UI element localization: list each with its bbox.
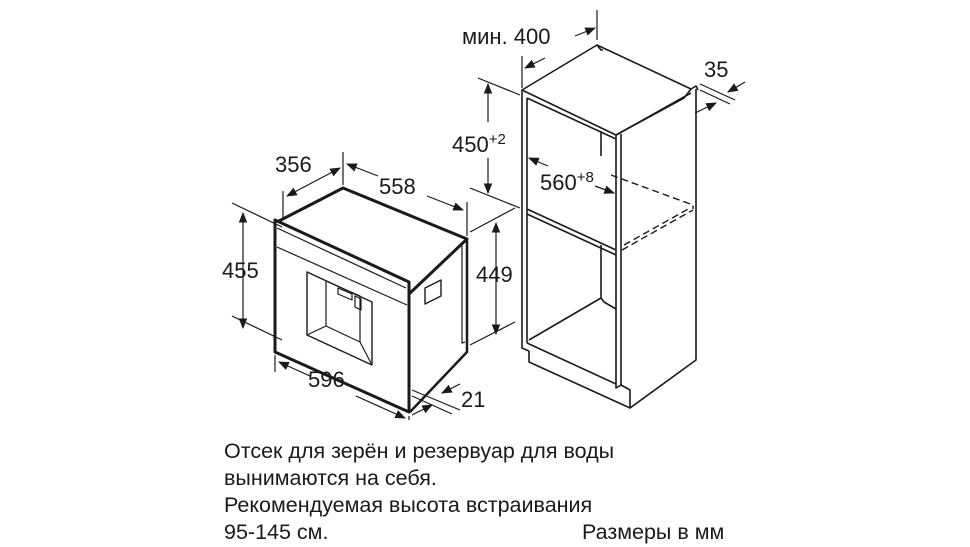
appliance-width-label: 596: [308, 367, 345, 392]
appliance-depth-label: 558: [379, 174, 416, 199]
appliance-drawing: [273, 186, 469, 414]
cabinet-shelf-dashed: [610, 174, 694, 251]
niche-side-thickness-label: 35: [704, 57, 728, 82]
appliance-side-depth-label: 356: [275, 152, 312, 177]
appliance-body-height-label: 449: [476, 262, 513, 287]
note-line-3: Рекомендуемая высота встраивания: [224, 493, 593, 517]
units-note: Размеры в мм: [582, 520, 725, 544]
niche-height-label: 450+2: [452, 131, 506, 157]
niche-width-label: 560+8: [540, 169, 594, 195]
appliance-height-label: 455: [222, 258, 259, 283]
niche-min-depth-label: мин. 400: [462, 24, 551, 49]
appliance-front-offset-label: 21: [461, 387, 485, 412]
cabinet-drawing: [521, 44, 699, 409]
note-line-4: 95-145 см.: [224, 520, 329, 544]
appliance-dimensions: [231, 152, 516, 420]
note-line-2: вынимаются на себя.: [224, 466, 437, 490]
note-line-1: Отсек для зерён и резервуар для воды: [224, 439, 615, 463]
cabinet-dimensions: [469, 10, 746, 209]
